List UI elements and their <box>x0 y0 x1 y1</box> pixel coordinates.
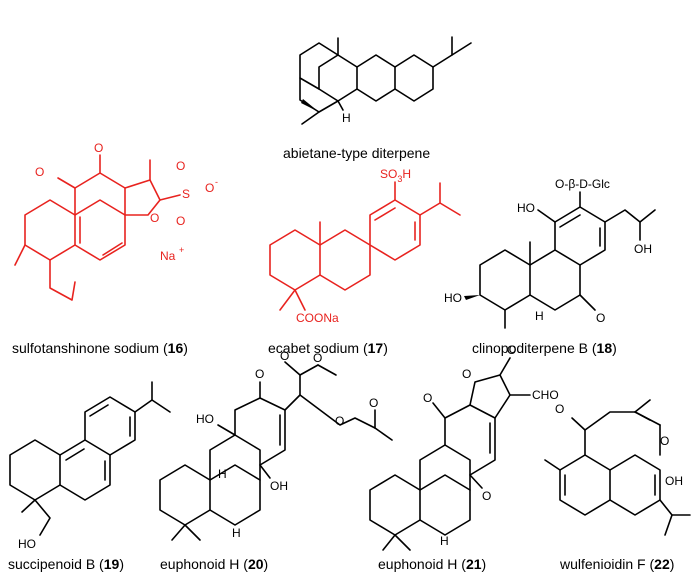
carboxylate-label: COONa <box>296 311 339 325</box>
hydroxyl-label: HO <box>18 537 36 551</box>
ketone-oxygen-label: O <box>255 367 264 381</box>
oxygen-label: O <box>205 181 214 195</box>
lactone-oxygen-label: O <box>462 367 471 381</box>
h-label: H <box>232 526 241 540</box>
caption-18: clinopoditerpene B (18) <box>472 340 617 356</box>
caption-21: euphonoid H (21) <box>378 556 487 572</box>
charge-label: + <box>179 245 184 255</box>
structure-20: HO O O O O O OH H H <box>159 349 393 541</box>
structure-abietane: H <box>299 36 472 125</box>
hydroxyl-label: OH <box>634 242 652 256</box>
caption-16: sulfotanshinone sodium (16) <box>12 340 188 356</box>
ester-oxygen-label: O <box>313 351 322 365</box>
structure-21: O O CHO O O H <box>369 343 559 551</box>
ester-oxygen-label: O <box>280 349 289 363</box>
oxygen-label: O <box>94 141 103 155</box>
sodium-label: Na <box>160 249 176 263</box>
aldehyde-label: CHO <box>532 388 559 402</box>
hydroxyl-label: HO <box>517 201 535 215</box>
ketone-oxygen-label: O <box>596 311 605 325</box>
sulfur-label: S <box>182 187 190 201</box>
structure-18: O-β-D-Glc HO OH HO O H <box>444 177 656 329</box>
caption-19: succipenoid B (19) <box>8 556 124 572</box>
oxygen-label: O <box>150 211 159 225</box>
oxygen-label: O <box>176 159 185 173</box>
hydroxyl-label: OH <box>270 479 288 493</box>
hydroxyl-label: HO <box>196 412 214 426</box>
hydroxyl-label: HO <box>444 291 462 305</box>
hydroxyl-label: OH <box>665 474 683 488</box>
structure-19: HO <box>9 381 171 551</box>
structure-17: SO3H COONa <box>269 167 461 325</box>
glucoside-label: O-β-D-Glc <box>555 177 610 191</box>
h-label: H <box>342 111 351 125</box>
oxygen-label: O <box>35 165 44 179</box>
charge-label: - <box>215 177 218 187</box>
h-label: H <box>440 534 449 548</box>
sulfonic-acid-label: SO3H <box>380 167 411 184</box>
caption-abietane: abietane-type diterpene <box>283 145 431 161</box>
lactone-carbonyl-label: O <box>507 343 516 357</box>
caption-17: ecabet sodium (17) <box>268 340 388 356</box>
ester-oxygen-label: O <box>335 414 344 428</box>
h-label: H <box>535 309 544 323</box>
structure-22: O O OH <box>544 399 691 536</box>
ester-oxygen-label: O <box>369 396 378 410</box>
ring-oxygen-label: O <box>660 434 669 448</box>
epoxide-oxygen-label: O <box>482 489 491 503</box>
methoxy-oxygen-label: O <box>555 402 564 416</box>
epoxide-oxygen-label: O <box>423 391 432 405</box>
caption-20: euphonoid H (20) <box>160 556 269 572</box>
caption-22: wulfenioidin F (22) <box>560 556 675 572</box>
oxygen-label: O <box>176 214 185 228</box>
h-label: H <box>218 467 227 481</box>
structure-16: O O O S O O O - Na + <box>14 141 218 301</box>
